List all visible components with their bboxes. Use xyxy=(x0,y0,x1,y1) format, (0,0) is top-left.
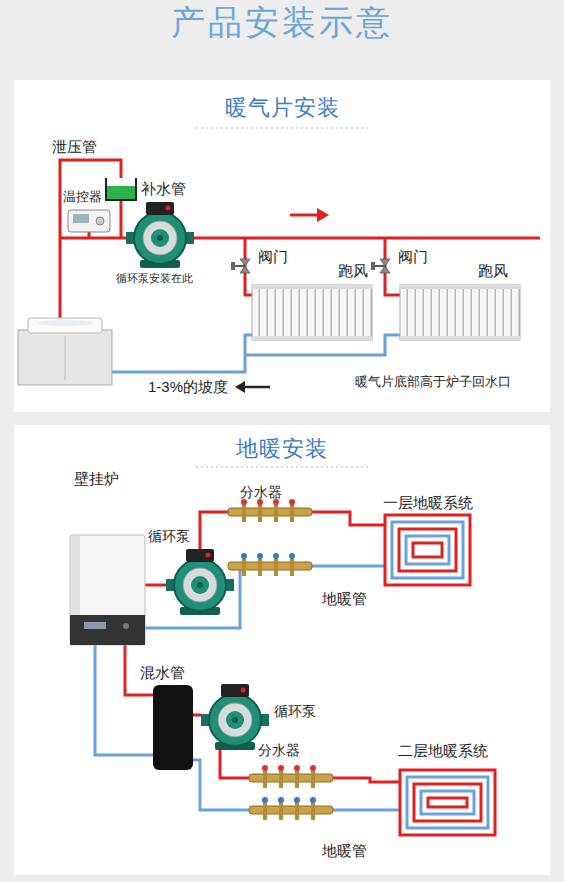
panel-ground xyxy=(14,80,550,412)
supply-pipe xyxy=(125,512,400,782)
floor-loop xyxy=(400,770,495,835)
circulation-pump xyxy=(166,549,234,615)
part-label: 暖气片底部高于炉子回水口 xyxy=(355,375,511,390)
radiator xyxy=(252,285,372,340)
title-rule xyxy=(100,59,464,61)
slope-arrow xyxy=(244,386,270,389)
slope-arrow xyxy=(235,381,245,393)
supply-pipe xyxy=(220,750,253,778)
section-panel: 地暖安装 xyxy=(14,425,550,875)
part-label: 二层地暖系统 xyxy=(398,742,488,759)
return-pipe xyxy=(193,760,253,810)
manifold xyxy=(228,499,312,522)
part-label: 壁挂炉 xyxy=(74,470,119,487)
floor-loop xyxy=(400,770,495,835)
part-label: 跑风 xyxy=(478,262,508,279)
floor-loop xyxy=(385,515,470,585)
part-label: 补水管 xyxy=(141,180,186,197)
wall-boiler xyxy=(70,535,145,645)
floor-loop xyxy=(414,784,481,821)
part-label: 泄压管 xyxy=(52,138,97,155)
supply-pipe xyxy=(120,200,123,238)
manifold xyxy=(228,553,312,576)
floor-loop xyxy=(399,529,456,571)
section-heading: 暖气片安装 xyxy=(14,94,550,122)
floor-loop xyxy=(413,543,442,557)
supply-pipe xyxy=(193,714,201,717)
slope-arrow xyxy=(235,381,270,393)
part-label: 地暖管 xyxy=(322,842,367,859)
thermostat xyxy=(96,217,104,225)
mixing-tube xyxy=(153,685,193,770)
part-label: 1-3%的坡度 xyxy=(148,378,228,395)
supply-pipe xyxy=(88,232,91,238)
flow-arrow xyxy=(290,214,318,217)
valve-symbol xyxy=(231,259,250,273)
wall-boiler xyxy=(70,535,145,645)
part-label: 分水器 xyxy=(258,742,300,758)
section-heading: 地暖安装 xyxy=(14,435,550,463)
manifold xyxy=(249,765,333,788)
flow-arrow xyxy=(317,208,329,222)
supply-pipe xyxy=(200,512,232,549)
thermostat xyxy=(73,214,89,223)
heading-rule xyxy=(196,128,368,129)
part-label: 循环泵 xyxy=(274,703,316,719)
supply-pipe xyxy=(245,238,252,295)
supply-pipe xyxy=(308,512,385,525)
valve-symbol xyxy=(371,259,390,273)
part-label: 阀门 xyxy=(398,248,428,265)
boiler-cabinet xyxy=(37,320,93,326)
return-pipe xyxy=(95,645,153,755)
circulation-pump xyxy=(126,202,194,268)
part-label: 混水管 xyxy=(140,664,185,681)
return-pipe xyxy=(308,565,385,568)
return-pipe xyxy=(329,809,400,812)
boiler-cabinet xyxy=(28,318,102,333)
floor-loop xyxy=(421,791,474,814)
flow-arrow xyxy=(290,208,329,222)
floor-loop xyxy=(428,798,467,807)
part-label: 循环泵 xyxy=(148,528,190,544)
part-label: 分水器 xyxy=(240,484,282,500)
panel-ground xyxy=(14,425,550,875)
part-label: 阀门 xyxy=(258,248,288,265)
part-label: 跑风 xyxy=(338,262,368,279)
makeup-tank xyxy=(106,178,136,200)
boiler-cabinet xyxy=(18,330,112,385)
makeup-tank xyxy=(107,186,135,199)
thermostat xyxy=(68,210,110,232)
radiator xyxy=(400,285,520,340)
floor-loop xyxy=(392,522,463,578)
floor-loop xyxy=(407,777,488,828)
return-pipe xyxy=(112,335,400,372)
supply-pipe xyxy=(329,778,400,782)
circulation-pump xyxy=(201,684,269,750)
supply-pipe xyxy=(385,238,400,295)
page-title: 产品安装示意 xyxy=(0,2,564,43)
supply-pipe xyxy=(145,584,166,587)
thermostat xyxy=(68,210,110,232)
part-label: 循环泵安装在此 xyxy=(116,272,193,285)
wall-boiler xyxy=(123,623,129,629)
heading-rule xyxy=(196,467,368,468)
manifold xyxy=(249,797,333,820)
supply-pipe xyxy=(60,237,126,240)
wall-boiler xyxy=(70,615,145,645)
part-label: 地暖管 xyxy=(322,590,367,607)
boiler-cabinet xyxy=(65,336,66,380)
part-label: 温控器 xyxy=(63,190,102,205)
section-panel: 暖气片安装 xyxy=(14,80,550,412)
wall-boiler xyxy=(84,622,106,629)
return-pipe xyxy=(112,335,252,372)
floor-loop xyxy=(385,515,470,585)
floor-loop xyxy=(406,536,449,564)
boiler-cabinet xyxy=(18,318,112,385)
makeup-tank xyxy=(106,178,136,200)
part-label: 一层地暖系统 xyxy=(383,494,473,511)
